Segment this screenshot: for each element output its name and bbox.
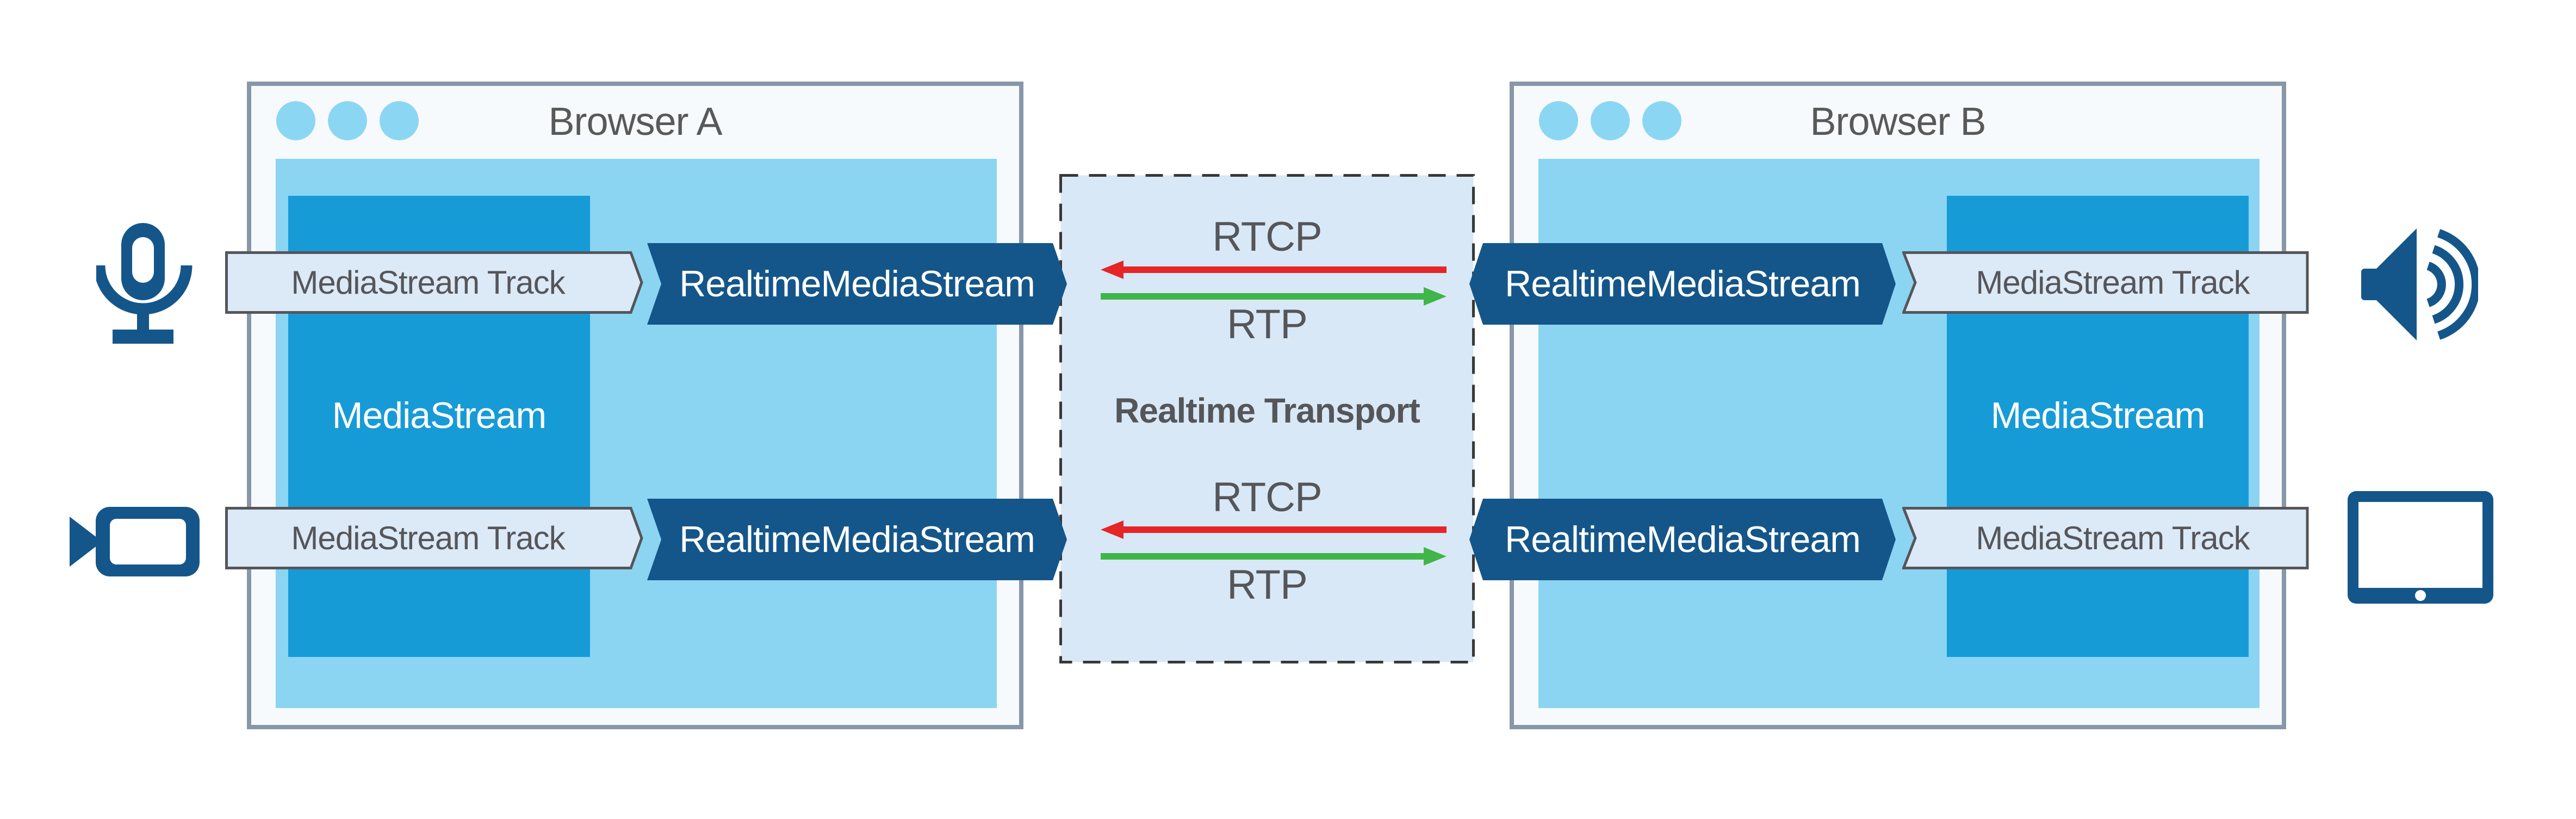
browser-b-realtime-label-top: RealtimeMediaStream	[1505, 263, 1861, 305]
browser-b-title: Browser B	[1810, 100, 1986, 144]
browser-b-realtime-flag-top	[1469, 243, 1896, 325]
window-dot-icon	[380, 101, 419, 140]
browser-b-realtime-flag-bottom	[1469, 499, 1896, 580]
rtp-arrow-bottom	[1101, 547, 1447, 566]
browser-a-track-label-top: MediaStream Track	[291, 264, 565, 301]
browser-b-track-label-top: MediaStream Track	[1976, 264, 2250, 301]
browser-b-realtime-label-bottom: RealtimeMediaStream	[1505, 519, 1861, 560]
rtp-label-top: RTP	[1227, 301, 1308, 348]
browser-a-track-label-bottom: MediaStream Track	[291, 520, 565, 556]
browser-a-title: Browser A	[548, 100, 722, 144]
video-camera-icon	[70, 507, 200, 576]
browser-a-track-flag-bottom	[225, 507, 643, 569]
browser-a-realtime-flag-bottom	[647, 499, 1067, 580]
rtp-arrow-top	[1101, 287, 1447, 306]
browser-a-realtime-label-bottom: RealtimeMediaStream	[679, 519, 1035, 560]
window-dot-icon	[1642, 101, 1681, 140]
window-dot-icon	[276, 101, 315, 140]
tablet-display-icon	[2348, 491, 2493, 604]
speaker-icon	[2361, 228, 2478, 340]
microphone-icon	[96, 223, 193, 344]
browser-b-track-flag-top	[1902, 251, 2309, 314]
browser-a-realtime-label-top: RealtimeMediaStream	[679, 263, 1035, 305]
browser-a-track-flag-top	[225, 251, 643, 314]
rtcp-label-bottom: RTCP	[1212, 474, 1323, 520]
browser-a-mediastream-label: MediaStream	[332, 395, 547, 436]
window-dot-icon	[328, 101, 367, 140]
rtcp-arrow-top	[1101, 260, 1447, 279]
rtcp-arrow-bottom	[1101, 520, 1447, 539]
rtp-label-bottom: RTP	[1227, 562, 1308, 608]
browser-b-track-label-bottom: MediaStream Track	[1976, 520, 2250, 556]
browser-b-track-flag-bottom	[1902, 507, 2309, 569]
realtime-transport-box	[1059, 174, 1475, 663]
browser-a-realtime-flag-top	[647, 243, 1067, 325]
window-dot-icon	[1591, 101, 1630, 140]
window-dot-icon	[1539, 101, 1578, 140]
realtime-transport-title: Realtime Transport	[1114, 391, 1420, 430]
rtcp-label-top: RTCP	[1212, 214, 1323, 260]
browser-b-mediastream-label: MediaStream	[1990, 395, 2205, 436]
